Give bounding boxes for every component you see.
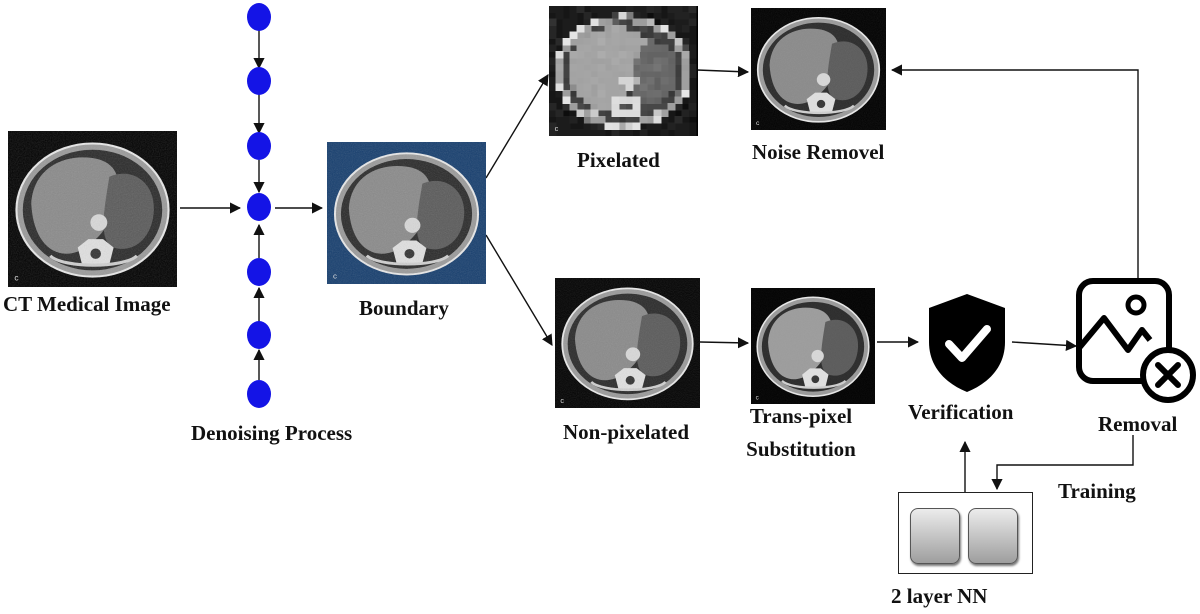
training-label: Training [1058, 479, 1136, 503]
non-pixelated-label: Non-pixelated [563, 420, 689, 444]
non-pixelated-image: c [555, 278, 700, 408]
pixelated-image: c [549, 6, 698, 136]
trans-pixel-image: c [751, 288, 875, 404]
svg-text:c: c [756, 120, 760, 127]
arrow-boundary-to-pixelated [485, 74, 549, 179]
training-line [991, 435, 1134, 491]
svg-text:c: c [14, 273, 18, 283]
trans-pixel-label: Trans-pixel Substitution [741, 404, 861, 461]
ct-image-label: CT Medical Image [3, 292, 171, 316]
arrow-boundary-to-nonpixelated [485, 234, 553, 346]
denoising-node-1 [247, 3, 271, 31]
svg-text:c: c [555, 124, 559, 133]
ct-medical-image: c [8, 131, 177, 287]
shield-check-icon [929, 294, 1005, 392]
feedback-line [890, 64, 1139, 278]
denoising-node-4 [247, 193, 271, 221]
nn-box [898, 492, 1033, 574]
boundary-label: Boundary [359, 296, 449, 320]
pixelated-label: Pixelated [577, 148, 660, 172]
trans-pixel-line2: Substitution [746, 437, 856, 461]
svg-text:c: c [756, 394, 759, 401]
neural-network-layer-icon [968, 508, 1018, 564]
neural-network-layer-icon [910, 508, 960, 564]
boundary-image: c [327, 142, 486, 284]
nn-label: 2 layer NN [891, 584, 988, 608]
denoising-node-2 [247, 67, 271, 95]
removal-label: Removal [1098, 412, 1178, 436]
svg-text:c: c [560, 397, 564, 405]
noise-removal-image: c [751, 8, 886, 130]
denoising-node-7 [247, 380, 271, 408]
trans-pixel-line1: Trans-pixel [749, 404, 853, 428]
svg-text:c: c [333, 271, 337, 280]
denoising-node-6 [247, 321, 271, 349]
noise-removal-label: Noise Removel [752, 140, 885, 164]
denoising-node-5 [247, 258, 271, 286]
denoising-node-3 [247, 132, 271, 160]
denoising-label: Denoising Process [191, 421, 353, 445]
image-remove-icon [1076, 278, 1196, 403]
verification-label: Verification [908, 400, 1014, 424]
